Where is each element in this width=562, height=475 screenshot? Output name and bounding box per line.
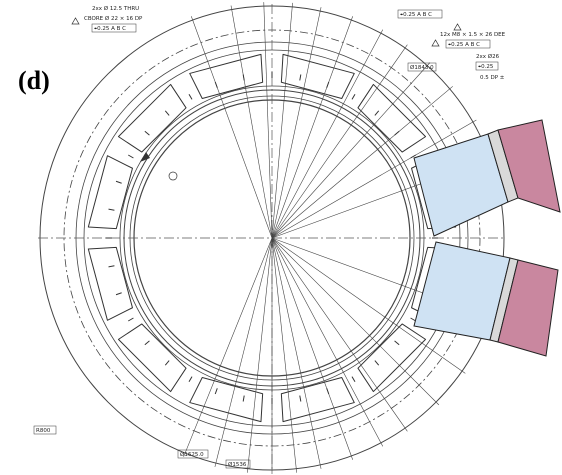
note-box [33, 425, 57, 435]
block-pink-upper [497, 119, 561, 213]
leader-line [183, 237, 273, 457]
ring-tick [188, 93, 193, 100]
panel-label: (d) [18, 66, 50, 95]
warning-triangle-icon [140, 152, 150, 162]
note-box [407, 62, 437, 72]
ring-tick [108, 265, 115, 268]
leader-line [271, 237, 466, 374]
leader-line [271, 29, 384, 239]
ring-tick [299, 74, 302, 81]
block-pink-lower [497, 259, 559, 357]
note-box [397, 9, 443, 19]
note-box [91, 23, 137, 33]
ring-tick [214, 81, 218, 88]
note-bottom-2: Ø1536 [228, 461, 247, 468]
note-right-1: 12x M8 × 1.5 × 26 DEE [440, 32, 506, 38]
leader-line [271, 7, 322, 239]
leader-line [263, 2, 273, 239]
ring-tick [326, 388, 330, 395]
leader-line [230, 5, 273, 239]
ring-tick [144, 340, 150, 346]
note-box [177, 449, 209, 459]
leader-line [271, 237, 353, 460]
ring-tick [326, 81, 330, 88]
ring-tick [374, 110, 380, 116]
ring-tick [115, 180, 122, 184]
ring-tick [214, 388, 218, 395]
coil-block-lower [413, 241, 559, 357]
note-right-5: ⌖0.25 [478, 64, 494, 70]
note-right-6: 0.5 DP ± [480, 75, 505, 81]
segment-panel [280, 377, 355, 423]
ring-tick [127, 154, 134, 159]
segment-panel [117, 83, 187, 153]
ring-tick [144, 130, 150, 136]
ring-tick [164, 360, 170, 366]
ring-tick [164, 110, 170, 116]
ring-tick [115, 292, 122, 296]
segment-panel [189, 377, 264, 423]
leader-line [271, 237, 408, 432]
segment-panels [87, 53, 457, 423]
note-box [445, 39, 491, 49]
leader-line [191, 16, 273, 239]
leader-line [271, 119, 477, 239]
ring-tick [410, 154, 417, 159]
leader-line [271, 237, 384, 447]
segment-panel [87, 155, 133, 230]
leader-line [271, 86, 453, 239]
segment-panel [357, 323, 427, 393]
segment-panel [117, 323, 187, 393]
leader-line [271, 44, 408, 239]
note-right-4: 2xx Ø26 [476, 53, 500, 60]
note-bottom-1: Ø1625.0 [180, 451, 204, 458]
warning-triangle-icon [71, 17, 80, 25]
annotations: 2xx Ø 12.5 THRU CBORE Ø 22 × 16 DP ⌖0.25… [33, 5, 506, 469]
note-right-3: Ø1843.0 [410, 64, 434, 71]
coil-block-upper [413, 119, 561, 237]
note-top-left-2: CBORE Ø 22 × 16 DP [84, 15, 143, 22]
warning-triangle-icon [453, 23, 462, 31]
ring-tick [127, 317, 134, 322]
leader-line [214, 237, 273, 468]
leader-line [271, 237, 322, 469]
note-right-2: ⌖0.25 A B C [448, 42, 480, 48]
ring-tick [351, 93, 356, 100]
ring-tick [394, 130, 400, 136]
warning-triangle-icon [431, 39, 440, 47]
leader-line [271, 62, 431, 239]
note-top-left-1: 2xx Ø 12.5 THRU [92, 5, 139, 12]
ring-tick [351, 376, 356, 383]
segment-panel [357, 83, 427, 153]
ring-tick [242, 74, 245, 81]
ring-tick [188, 376, 193, 383]
ring-tick [242, 395, 245, 402]
leader-lines [183, 2, 494, 474]
leader-line [271, 237, 297, 473]
ring-ticks [106, 72, 438, 404]
segment-panel [280, 53, 355, 99]
note-top-left-3: ⌖0.25 A B C [94, 26, 126, 32]
leader-line [271, 237, 440, 406]
leader-line [247, 237, 273, 473]
segment-panel [87, 246, 133, 321]
leader-line [271, 2, 293, 239]
ring-tick [108, 208, 115, 211]
note-box [225, 459, 251, 469]
ring-tick [374, 360, 380, 366]
segment-panel [189, 53, 264, 99]
datum-bubble [168, 171, 178, 181]
note-top-right-tol: ⌖0.25 A B C [400, 12, 432, 18]
ring-tick [410, 317, 417, 322]
note-box [475, 61, 499, 71]
note-bottom-left: R800 [36, 428, 51, 434]
ring-tick [394, 340, 400, 346]
leader-line [271, 16, 353, 239]
ring-tick [299, 395, 302, 402]
